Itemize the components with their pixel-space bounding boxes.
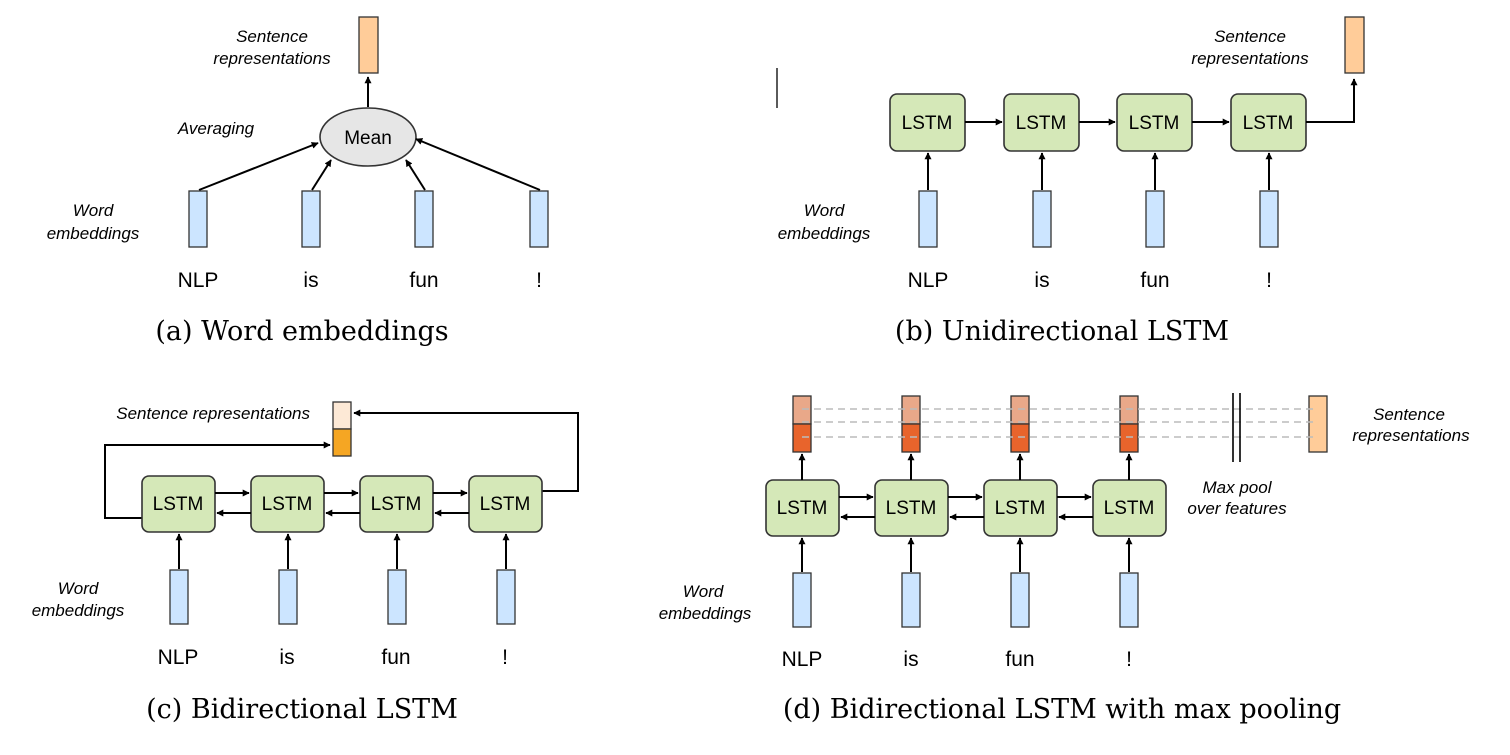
hidden-state-bottom <box>1119 423 1139 453</box>
sentence-representation-block <box>1344 16 1365 74</box>
panel-d-caption: (d) Bidirectional LSTM with max pooling <box>783 694 1341 725</box>
sentence-label-line2: representations <box>1352 426 1470 445</box>
lstm-label: LSTM <box>902 113 953 134</box>
lstm-cell <box>250 475 325 533</box>
lstm-label: LSTM <box>153 494 204 515</box>
sentence-representation-top <box>332 401 352 430</box>
word-label: is <box>303 269 318 292</box>
word-embedding-block <box>1010 572 1030 628</box>
word-embedding-block <box>387 569 407 625</box>
hidden-state-top <box>901 395 921 425</box>
word-label: NLP <box>178 269 219 292</box>
word-label: fun <box>1140 269 1169 292</box>
sentence-representation-block <box>358 16 379 74</box>
panel-a-caption: (a) Word embeddings <box>155 316 448 347</box>
embeddings-label-line1: Word <box>58 579 99 598</box>
panel-d: Sentence representations Max pool over f… <box>659 393 1470 725</box>
lstm-label: LSTM <box>1104 498 1155 519</box>
lstm-label: LSTM <box>995 498 1046 519</box>
sentence-representation-block <box>1308 395 1328 453</box>
word-embedding-block <box>529 190 549 248</box>
panel-c-caption: (c) Bidirectional LSTM <box>146 694 458 725</box>
embeddings-label-line1: Word <box>73 201 114 220</box>
word-label: NLP <box>782 648 823 671</box>
embeddings-label-line2: embeddings <box>32 601 125 620</box>
embeddings-label-line1: Word <box>683 582 724 601</box>
word-embedding-block <box>1032 190 1052 248</box>
lstm-label: LSTM <box>777 498 828 519</box>
sentence-label: Sentence representations <box>116 404 310 423</box>
embeddings-label-line2: embeddings <box>659 604 752 623</box>
word-embedding-block <box>301 190 321 248</box>
word-label: ! <box>1266 269 1272 292</box>
hidden-state-top <box>1010 395 1030 425</box>
word-embedding-block <box>169 569 189 625</box>
sentence-label-line2: representations <box>1191 49 1309 68</box>
hidden-state-bottom <box>901 423 921 453</box>
lstm-label: LSTM <box>1243 113 1294 134</box>
maxpool-label-line1: Max pool <box>1203 478 1273 497</box>
hidden-state-top <box>792 395 812 425</box>
embeddings-label-line1: Word <box>804 201 845 220</box>
word-embedding-block <box>1145 190 1165 248</box>
word-label: fun <box>409 269 438 292</box>
panel-b: LSTM LSTM LSTM LSTM Sentence representat… <box>776 16 1365 347</box>
lstm-cell <box>468 475 543 533</box>
sentence-label-line2: representations <box>213 49 331 68</box>
word-label: is <box>1034 269 1049 292</box>
word-embedding-block <box>901 572 921 628</box>
hidden-state-bottom <box>792 423 812 453</box>
word-label: fun <box>381 646 410 669</box>
word-embedding-block <box>918 190 938 248</box>
word-embedding-block <box>414 190 434 248</box>
maxpool-label-line2: over features <box>1187 499 1287 518</box>
sentence-representation-bottom <box>332 428 352 457</box>
word-label: ! <box>1126 648 1132 671</box>
word-label: is <box>903 648 918 671</box>
word-embedding-block <box>496 569 516 625</box>
lstm-label: LSTM <box>371 494 422 515</box>
word-embedding-block <box>792 572 812 628</box>
word-label: NLP <box>908 269 949 292</box>
mean-label: Mean <box>344 128 392 149</box>
sentence-label-line1: Sentence <box>236 27 308 46</box>
lstm-cell <box>359 475 434 533</box>
word-label: fun <box>1005 648 1034 671</box>
embeddings-label-line2: embeddings <box>778 224 871 243</box>
sentence-label-line1: Sentence <box>1373 405 1445 424</box>
panel-c: Sentence representations LSTM LSTM LSTM … <box>32 401 579 725</box>
word-embedding-block <box>188 190 208 248</box>
panel-a: Sentence representations Mean Averaging … <box>47 16 549 347</box>
word-label: is <box>279 646 294 669</box>
averaging-label: Averaging <box>177 119 255 138</box>
embeddings-label-line2: embeddings <box>47 224 140 243</box>
hidden-state-bottom <box>1010 423 1030 453</box>
word-embedding-block <box>278 569 298 625</box>
mean-node <box>319 107 417 167</box>
lstm-label: LSTM <box>1129 113 1180 134</box>
word-label: NLP <box>158 646 199 669</box>
word-label: ! <box>502 646 508 669</box>
lstm-label: LSTM <box>1016 113 1067 134</box>
lstm-label: LSTM <box>480 494 531 515</box>
word-label: ! <box>536 269 542 292</box>
lstm-label: LSTM <box>262 494 313 515</box>
word-embedding-block <box>1259 190 1279 248</box>
sentence-label-line1: Sentence <box>1214 27 1286 46</box>
hidden-state-top <box>1119 395 1139 425</box>
panel-b-caption: (b) Unidirectional LSTM <box>895 316 1229 347</box>
word-embedding-block <box>1119 572 1139 628</box>
lstm-label: LSTM <box>886 498 937 519</box>
lstm-cell <box>141 475 216 533</box>
